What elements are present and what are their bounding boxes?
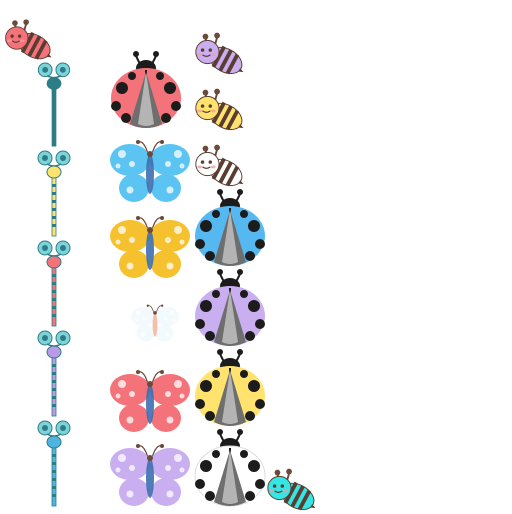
ladybug-yellow-ladybug-icon xyxy=(192,348,268,428)
butterfly-red-butterfly-icon xyxy=(108,366,192,436)
ladybug-blue-ladybug-icon xyxy=(192,188,268,268)
ladybug-red-ladybug-icon xyxy=(108,50,184,130)
bee-white-bee-icon xyxy=(190,138,248,190)
bee-cyan-bee-icon xyxy=(262,462,320,514)
butterfly-white-butterfly-icon xyxy=(130,292,180,354)
dragonfly-teal-dragonfly-icon xyxy=(36,62,72,150)
ladybug-lavender-ladybug-icon xyxy=(192,268,268,348)
dragonfly-red-dragonfly-icon xyxy=(36,240,72,330)
dragonfly-blue-dragonfly-icon xyxy=(36,420,72,510)
ladybug-white-ladybug-icon xyxy=(192,428,268,508)
butterfly-blue-butterfly-icon xyxy=(108,136,192,206)
dragonfly-lavender-dragonfly-icon xyxy=(36,330,72,420)
butterfly-lavender-butterfly-icon xyxy=(108,440,192,510)
bee-yellow-bee-icon xyxy=(190,82,248,134)
bee-lavender-bee-icon xyxy=(190,26,248,78)
dragonfly-yellow-dragonfly-icon xyxy=(36,150,72,240)
bee-red-bee-icon xyxy=(0,12,56,64)
butterfly-yellow-butterfly-icon xyxy=(108,212,192,282)
